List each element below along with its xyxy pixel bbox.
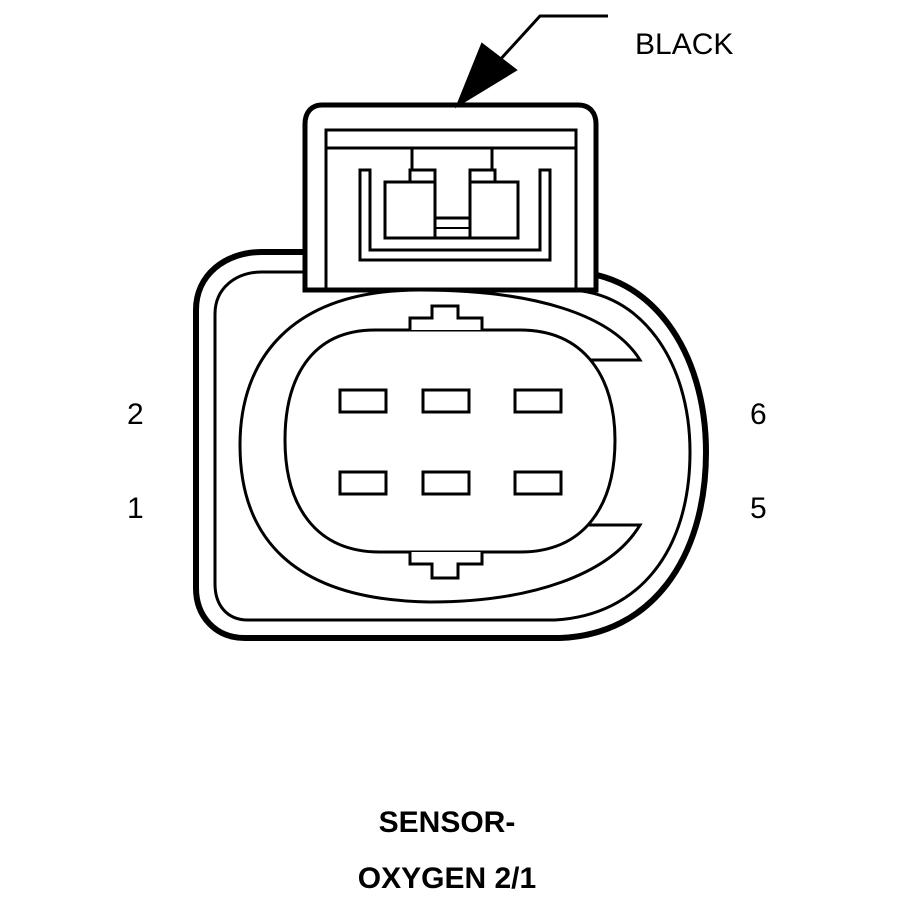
terminal-2 xyxy=(338,388,388,414)
color-callout-label: BLACK xyxy=(635,28,733,61)
connector-housing-outer xyxy=(193,249,710,641)
callout-arrowhead xyxy=(454,42,518,109)
terminal-4 xyxy=(421,388,471,414)
terminal-6 xyxy=(513,388,563,414)
key-bottom xyxy=(408,552,484,580)
terminal-1 xyxy=(338,470,388,496)
latch-housing xyxy=(302,102,599,293)
connector-housing-inner xyxy=(213,270,692,622)
pin-label-2: 2 xyxy=(127,398,144,431)
caption-line-2: OXYGEN 2/1 xyxy=(358,862,536,895)
latch-channel xyxy=(358,168,552,262)
latch-pad-right xyxy=(468,168,497,184)
terminal-3 xyxy=(421,470,471,496)
pin-label-6: 6 xyxy=(750,398,767,431)
pin-insert xyxy=(283,328,617,554)
latch-pad-left xyxy=(408,168,437,184)
pin-label-5: 5 xyxy=(750,492,767,525)
key-top xyxy=(408,304,484,330)
terminal-5 xyxy=(513,470,563,496)
caption-line-1: SENSOR- xyxy=(379,806,516,839)
pin-label-1: 1 xyxy=(127,492,144,525)
callout-leader xyxy=(496,14,608,64)
